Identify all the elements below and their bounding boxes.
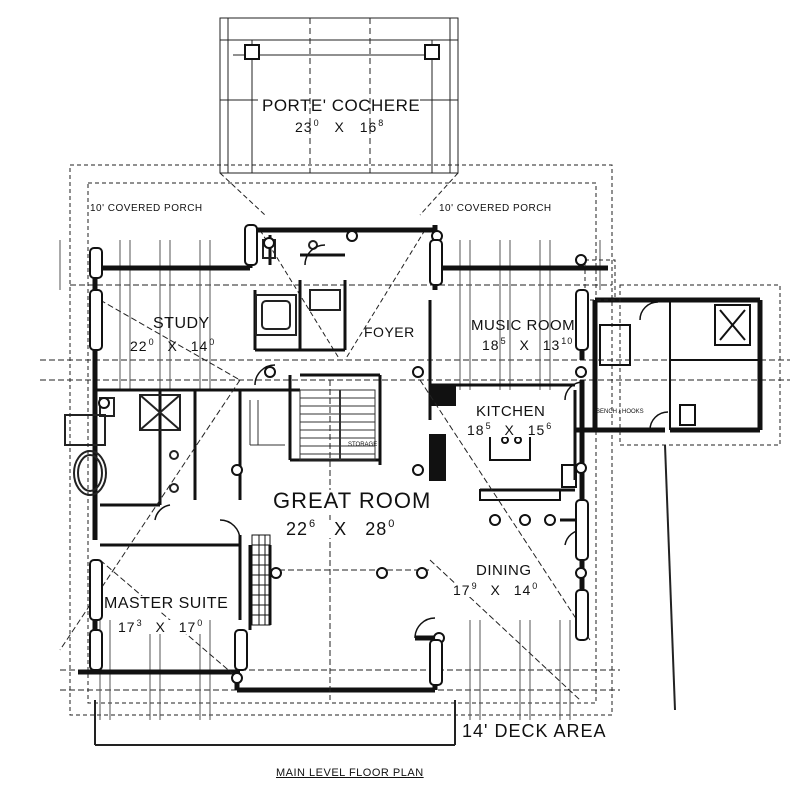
bench-hooks-label: BENCH / HOOKS	[596, 409, 644, 415]
dim-di: 10	[561, 336, 574, 346]
dim-d: 14	[513, 582, 532, 598]
dim-wi: 6	[309, 518, 317, 530]
dim-x: X	[504, 422, 515, 438]
dim-x: X	[334, 119, 345, 135]
dim-x: X	[334, 519, 348, 539]
post-nw	[244, 44, 260, 60]
dim-x: X	[490, 582, 501, 598]
dim-d: 16	[359, 119, 378, 135]
deck-area-label: 14' DECK AREA	[462, 721, 607, 741]
master-suite-label: MASTER SUITE	[104, 595, 229, 612]
dim-wi: 3	[136, 618, 143, 628]
dim-d: 13	[542, 337, 561, 353]
plan-title: MAIN LEVEL FLOOR PLAN	[276, 767, 424, 779]
kitchen-label: KITCHEN	[476, 403, 546, 420]
tub-icon	[73, 450, 107, 496]
great-room-dimensions: 226 X 280	[286, 518, 396, 539]
dining-label: DINING	[476, 562, 532, 579]
dining-dimensions: 179 X 140	[453, 581, 539, 598]
dim-w: 22	[286, 519, 309, 539]
dim-d: 15	[527, 422, 546, 438]
dim-w: 18	[482, 337, 500, 353]
tub-icon-2	[255, 294, 297, 336]
range-icon	[429, 384, 456, 406]
dim-x: X	[167, 338, 178, 354]
foyer-label: FOYER	[364, 324, 415, 340]
dim-d: 28	[365, 519, 388, 539]
porte-cochere-dimensions: 230 X 168	[295, 118, 385, 135]
music-room-label: MUSIC ROOM	[471, 317, 576, 334]
dim-d: 17	[178, 619, 197, 635]
porch-right-label: 10' COVERED PORCH	[439, 203, 552, 214]
dim-d: 14	[190, 338, 209, 354]
dim-x: X	[519, 337, 530, 353]
dim-w: 18	[467, 422, 485, 438]
study-dimensions: 220 X 140	[130, 337, 216, 354]
great-room-label: GREAT ROOM	[273, 488, 432, 513]
porte-cochere-roof	[219, 17, 459, 174]
storage-label: STORAGE	[348, 442, 378, 448]
dim-di: 0	[532, 581, 539, 591]
porch-left-label: 10' COVERED PORCH	[90, 203, 203, 214]
dim-wi: 0	[148, 337, 155, 347]
dim-w: 22	[130, 338, 148, 354]
dim-w: 23	[295, 119, 313, 135]
dim-wi: 0	[313, 118, 320, 128]
master-suite-dimensions: 173 X 170	[118, 618, 204, 635]
study-label: STUDY	[153, 315, 210, 332]
dim-wi: 9	[471, 581, 478, 591]
dim-di: 0	[197, 618, 204, 628]
dim-di: 6	[546, 421, 553, 431]
music-room-dimensions: 185 X 1310	[482, 336, 574, 353]
dim-di: 8	[378, 118, 385, 128]
dim-x: X	[155, 619, 166, 635]
dim-di: 0	[209, 337, 216, 347]
dim-w: 17	[118, 619, 136, 635]
dim-wi: 5	[485, 421, 492, 431]
kitchen-dimensions: 185 X 156	[467, 421, 553, 438]
dim-w: 17	[453, 582, 471, 598]
dim-wi: 5	[500, 336, 507, 346]
porte-cochere-label: PORTE' COCHERE	[262, 96, 421, 115]
shower-icon	[139, 394, 181, 431]
post-ne	[424, 44, 440, 60]
dim-di: 0	[388, 518, 396, 530]
